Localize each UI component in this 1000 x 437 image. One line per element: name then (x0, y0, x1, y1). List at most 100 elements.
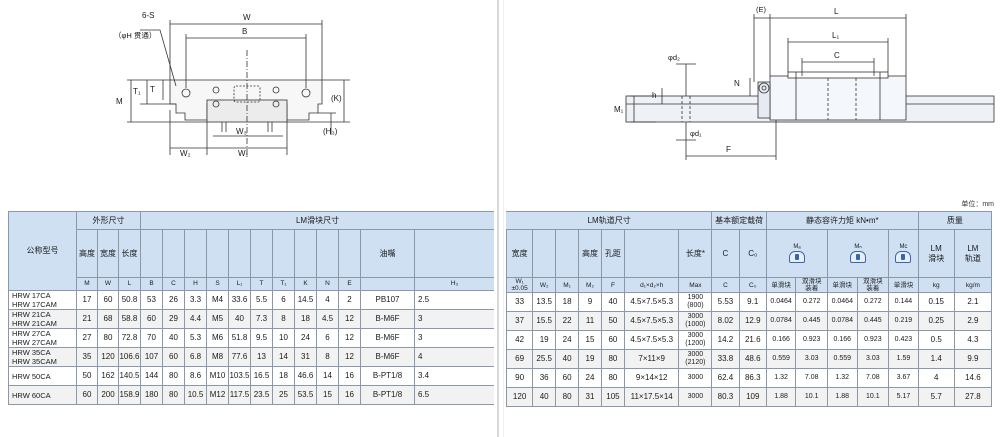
table-cell: 35 (76, 347, 98, 367)
table-cell: 17 (76, 290, 98, 310)
symbol-cell: M (76, 277, 98, 291)
table-cell: 21.6 (738, 330, 767, 350)
table-cell: 62.4 (711, 368, 740, 388)
symbol-cell: H (184, 277, 207, 291)
side-view-drawing: (E) L L₁ C φd₂ N h M₁ φd₁ F (614, 5, 995, 160)
symbol-cell: L (118, 277, 141, 291)
table-cell: 24 (578, 368, 602, 388)
table-cell: 24 (294, 328, 317, 348)
table-cell: 40 (532, 387, 557, 407)
table-cell: 8.02 (711, 311, 740, 331)
table-cell: 180 (140, 385, 163, 405)
symbol-cell: N (316, 277, 339, 291)
pitch-moment-icon (788, 251, 805, 263)
page-divider (497, 0, 499, 437)
table-cell: 18 (294, 309, 317, 329)
table-cell: 0.559 (765, 349, 797, 369)
table-cell: 46.6 (294, 366, 317, 386)
table-cell: 4 (917, 368, 955, 388)
table-cell: 60 (555, 368, 580, 388)
table-cell: 0.0464 (827, 292, 858, 312)
table-cell: 4.4 (184, 309, 207, 329)
table-cell: 3000 (1000) (678, 311, 713, 331)
table-cell: 21 (76, 309, 98, 329)
table-cell: M8 (206, 347, 229, 367)
symbol-cell: Max (678, 277, 713, 293)
table-cell: 60 (76, 385, 98, 405)
table-cell: 27.8 (953, 387, 993, 407)
table-cell: 0.559 (827, 349, 858, 369)
table-cell: 58.8 (118, 309, 141, 329)
label-c: C (834, 51, 840, 60)
table-cell: 15.5 (532, 311, 557, 331)
table-cell: 42 (506, 330, 534, 350)
table-cell: 1900 (800) (678, 292, 713, 312)
table-cell: 8 (272, 309, 295, 329)
col-rail-height: 高度 (578, 229, 602, 278)
label-l: L (834, 7, 839, 16)
symbol-cell: M₁ (555, 277, 580, 293)
table-cell: 51.8 (228, 328, 251, 348)
table-cell: 3.03 (795, 349, 829, 369)
table-cell: 1.59 (888, 349, 919, 369)
table-cell: 106.6 (118, 347, 141, 367)
symbol-cell: M₂ (578, 277, 602, 293)
table-cell: 15 (578, 330, 602, 350)
table-cell: 90 (506, 368, 534, 388)
symbol-cell: C₀ (738, 277, 767, 293)
table-cell: 40 (555, 349, 580, 369)
symbol-cell: B (140, 277, 163, 291)
table-cell: 4.5×7.5×5.3 (623, 311, 680, 331)
table-cell: 50 (76, 366, 98, 386)
table-cell: 3.67 (888, 368, 919, 388)
table-cell: 10.1 (856, 387, 890, 407)
symbol-cell: 单滑块 (765, 277, 797, 293)
col-moment: 静态容许力矩 kN•m* (765, 211, 919, 230)
table-cell: 60 (140, 309, 163, 329)
table-cell: B-PT1/8 (360, 366, 415, 386)
table-cell: 60 (97, 290, 119, 310)
symbol-cell: H₃ (413, 277, 494, 291)
model-cell: HRW 35CA HRW 35CAM (8, 347, 77, 367)
table-cell: 48.6 (738, 349, 767, 369)
table-cell: 3000 (1200) (678, 330, 713, 350)
table-cell: 3000 (678, 368, 713, 388)
label-t: T (150, 85, 155, 94)
symbol-cell: W (97, 277, 119, 291)
table-cell: 14.5 (294, 290, 317, 310)
left-page: 6-S （φH 贯通） W B T T₁ M (K) (H₃) W₃ W₂ W₁… (0, 0, 494, 437)
table-cell: 9×14×12 (623, 368, 680, 388)
table-cell: 50.8 (118, 290, 141, 310)
table-cell: 36 (532, 368, 557, 388)
table-cell: 0.15 (917, 292, 955, 312)
symbol-cell: kg/m (953, 277, 993, 293)
table-cell: 0.423 (888, 330, 919, 350)
table-cell: 12.9 (738, 311, 767, 331)
table-cell: 50 (600, 311, 625, 331)
label-d1: φd₁ (690, 129, 702, 138)
table-cell: 2.9 (953, 311, 993, 331)
table-cell: 80.3 (711, 387, 740, 407)
spec-table-right: LM轨道尺寸 基本额定载荷 静态容许力矩 kN•m* 质量 宽度 高度 孔距 长… (506, 211, 993, 407)
symbol-cell: d₁×d₂×h (623, 277, 680, 293)
label-h: h (652, 91, 656, 100)
table-cell: 5.3 (184, 328, 207, 348)
col-grease: 油嘴 (360, 229, 415, 278)
ma-label: Mₐ (793, 244, 801, 250)
table-cell: 4.5×7.5×5.3 (623, 330, 680, 350)
table-cell: 162 (97, 366, 119, 386)
table-cell: 23.5 (250, 385, 273, 405)
table-cell: 12 (338, 347, 361, 367)
table-cell: 24 (555, 330, 580, 350)
col-block: LM滑块尺寸 (139, 211, 494, 230)
mc-label: Mᴄ (899, 244, 908, 250)
table-cell: M4 (206, 290, 229, 310)
model-cell: HRW 60CA (8, 385, 77, 405)
